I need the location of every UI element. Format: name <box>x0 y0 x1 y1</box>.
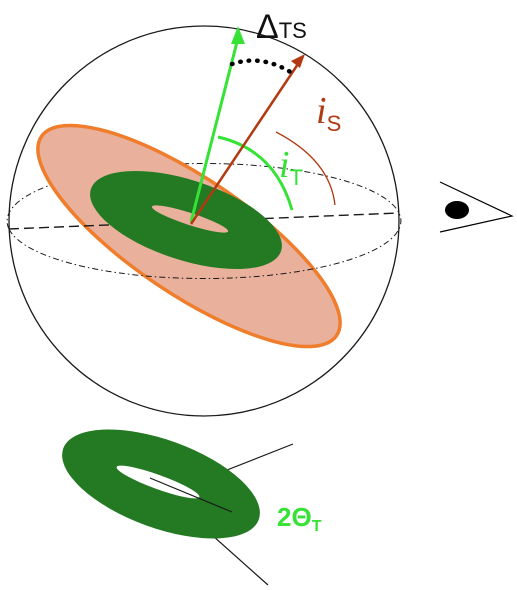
equator-back <box>6 162 400 230</box>
stellar-spin-arrowhead <box>291 54 305 68</box>
celestial-sphere <box>8 25 400 417</box>
eye-icon <box>439 181 514 233</box>
i-S-arc <box>275 131 336 206</box>
i-T-subscript: T <box>290 165 303 190</box>
delta-subscript: TS <box>279 18 307 43</box>
torus-axis-vector <box>189 37 240 223</box>
torus-axis-arrowhead <box>231 26 245 44</box>
i-S-subscript: S <box>327 111 342 136</box>
i-S-label: iS <box>316 90 341 136</box>
opening-text: 2Θ <box>277 502 312 532</box>
delta-symbol: Δ <box>256 8 279 46</box>
delta-arc-dots <box>229 58 295 76</box>
i-S-symbol: i <box>316 90 327 132</box>
torus-inner-hole <box>151 205 229 233</box>
opening-label: 2ΘT <box>277 502 322 535</box>
i-T-label: iT <box>279 144 303 190</box>
equator-front <box>8 212 402 280</box>
i-T-arc <box>217 135 294 211</box>
stellar-spin-vector <box>189 63 300 225</box>
opening-subscript: T <box>312 518 322 535</box>
torus-opening-illustration <box>62 429 294 586</box>
i-T-symbol: i <box>279 144 290 186</box>
delta-label: ΔTS <box>256 8 307 46</box>
